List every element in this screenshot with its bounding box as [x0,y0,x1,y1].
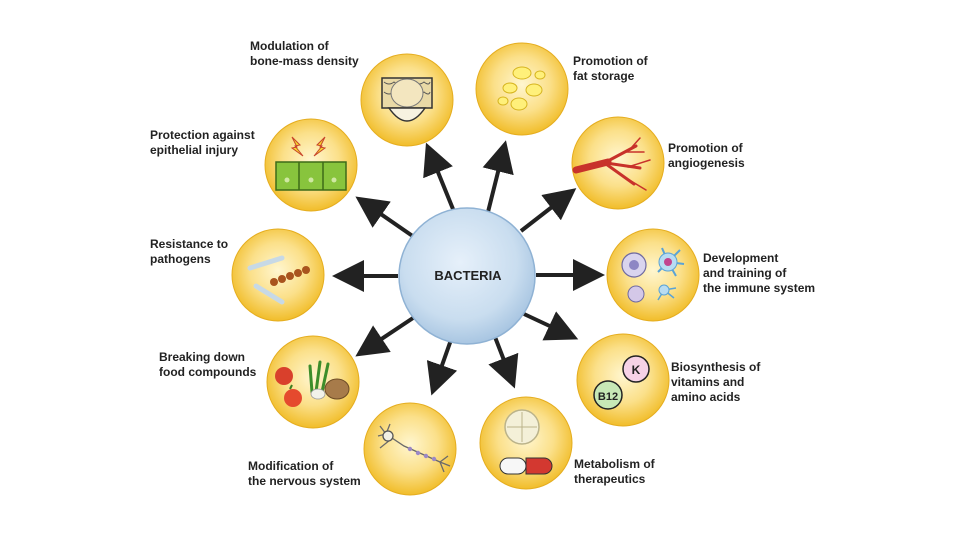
bacteria-chains-icon [247,255,310,305]
label-nervous: Modification of the nervous system [248,459,361,488]
node-immune [606,228,700,322]
vitamins-icon: K B12 [593,355,650,410]
immune-cells-icon [621,247,685,303]
label-therapeutics: Metabolism of therapeutics [574,457,655,486]
node-bone [360,53,454,147]
arrow-food [355,316,415,357]
vitamin-k-label: K [632,363,641,377]
node-fat [475,42,569,136]
label-bone: Modulation of bone-mass density [250,39,359,68]
food-icon [275,360,350,407]
center-label: BACTERIA [434,268,502,283]
node-angio [571,116,665,210]
label-fat: Promotion of fat storage [573,54,648,83]
fat-droplets-icon [497,66,546,111]
arrow-therapeutics [488,336,519,389]
arrow-bone [423,142,457,215]
vitamin-k-badge [622,355,650,383]
blood-vessel-icon [572,137,651,191]
label-immune: Development and training of the immune s… [703,251,816,295]
vitamin-b12-label: B12 [598,391,618,403]
neuron-icon [377,423,451,473]
label-angio: Promotion of angiogenesis [668,141,745,170]
pills-icon [499,409,553,475]
vitamin-b12-badge [593,380,623,410]
arrow-epithelial [355,196,416,239]
node-nervous [363,402,457,496]
node-vitamins: K B12 [576,333,670,427]
arrow-angio [519,188,577,233]
arrows-group [332,140,605,396]
arrow-nervous [426,336,458,396]
arrow-vitamins [523,311,579,341]
bacteria-center-node [398,207,536,345]
node-pathogens [231,228,325,322]
label-pathogens: Resistance to pathogens [150,237,229,266]
label-food: Breaking down food compounds [159,350,257,379]
node-therapeutics [479,396,573,490]
arrow-fat [482,140,514,213]
label-vitamins: Biosynthesis of vitamins and amino acids [671,360,761,404]
label-epithelial: Protection against epithelial injury [150,128,255,157]
node-epithelial [264,118,358,212]
node-food [266,335,360,429]
bone-tissue-icon [381,77,433,122]
epithelium-icon [275,136,347,191]
